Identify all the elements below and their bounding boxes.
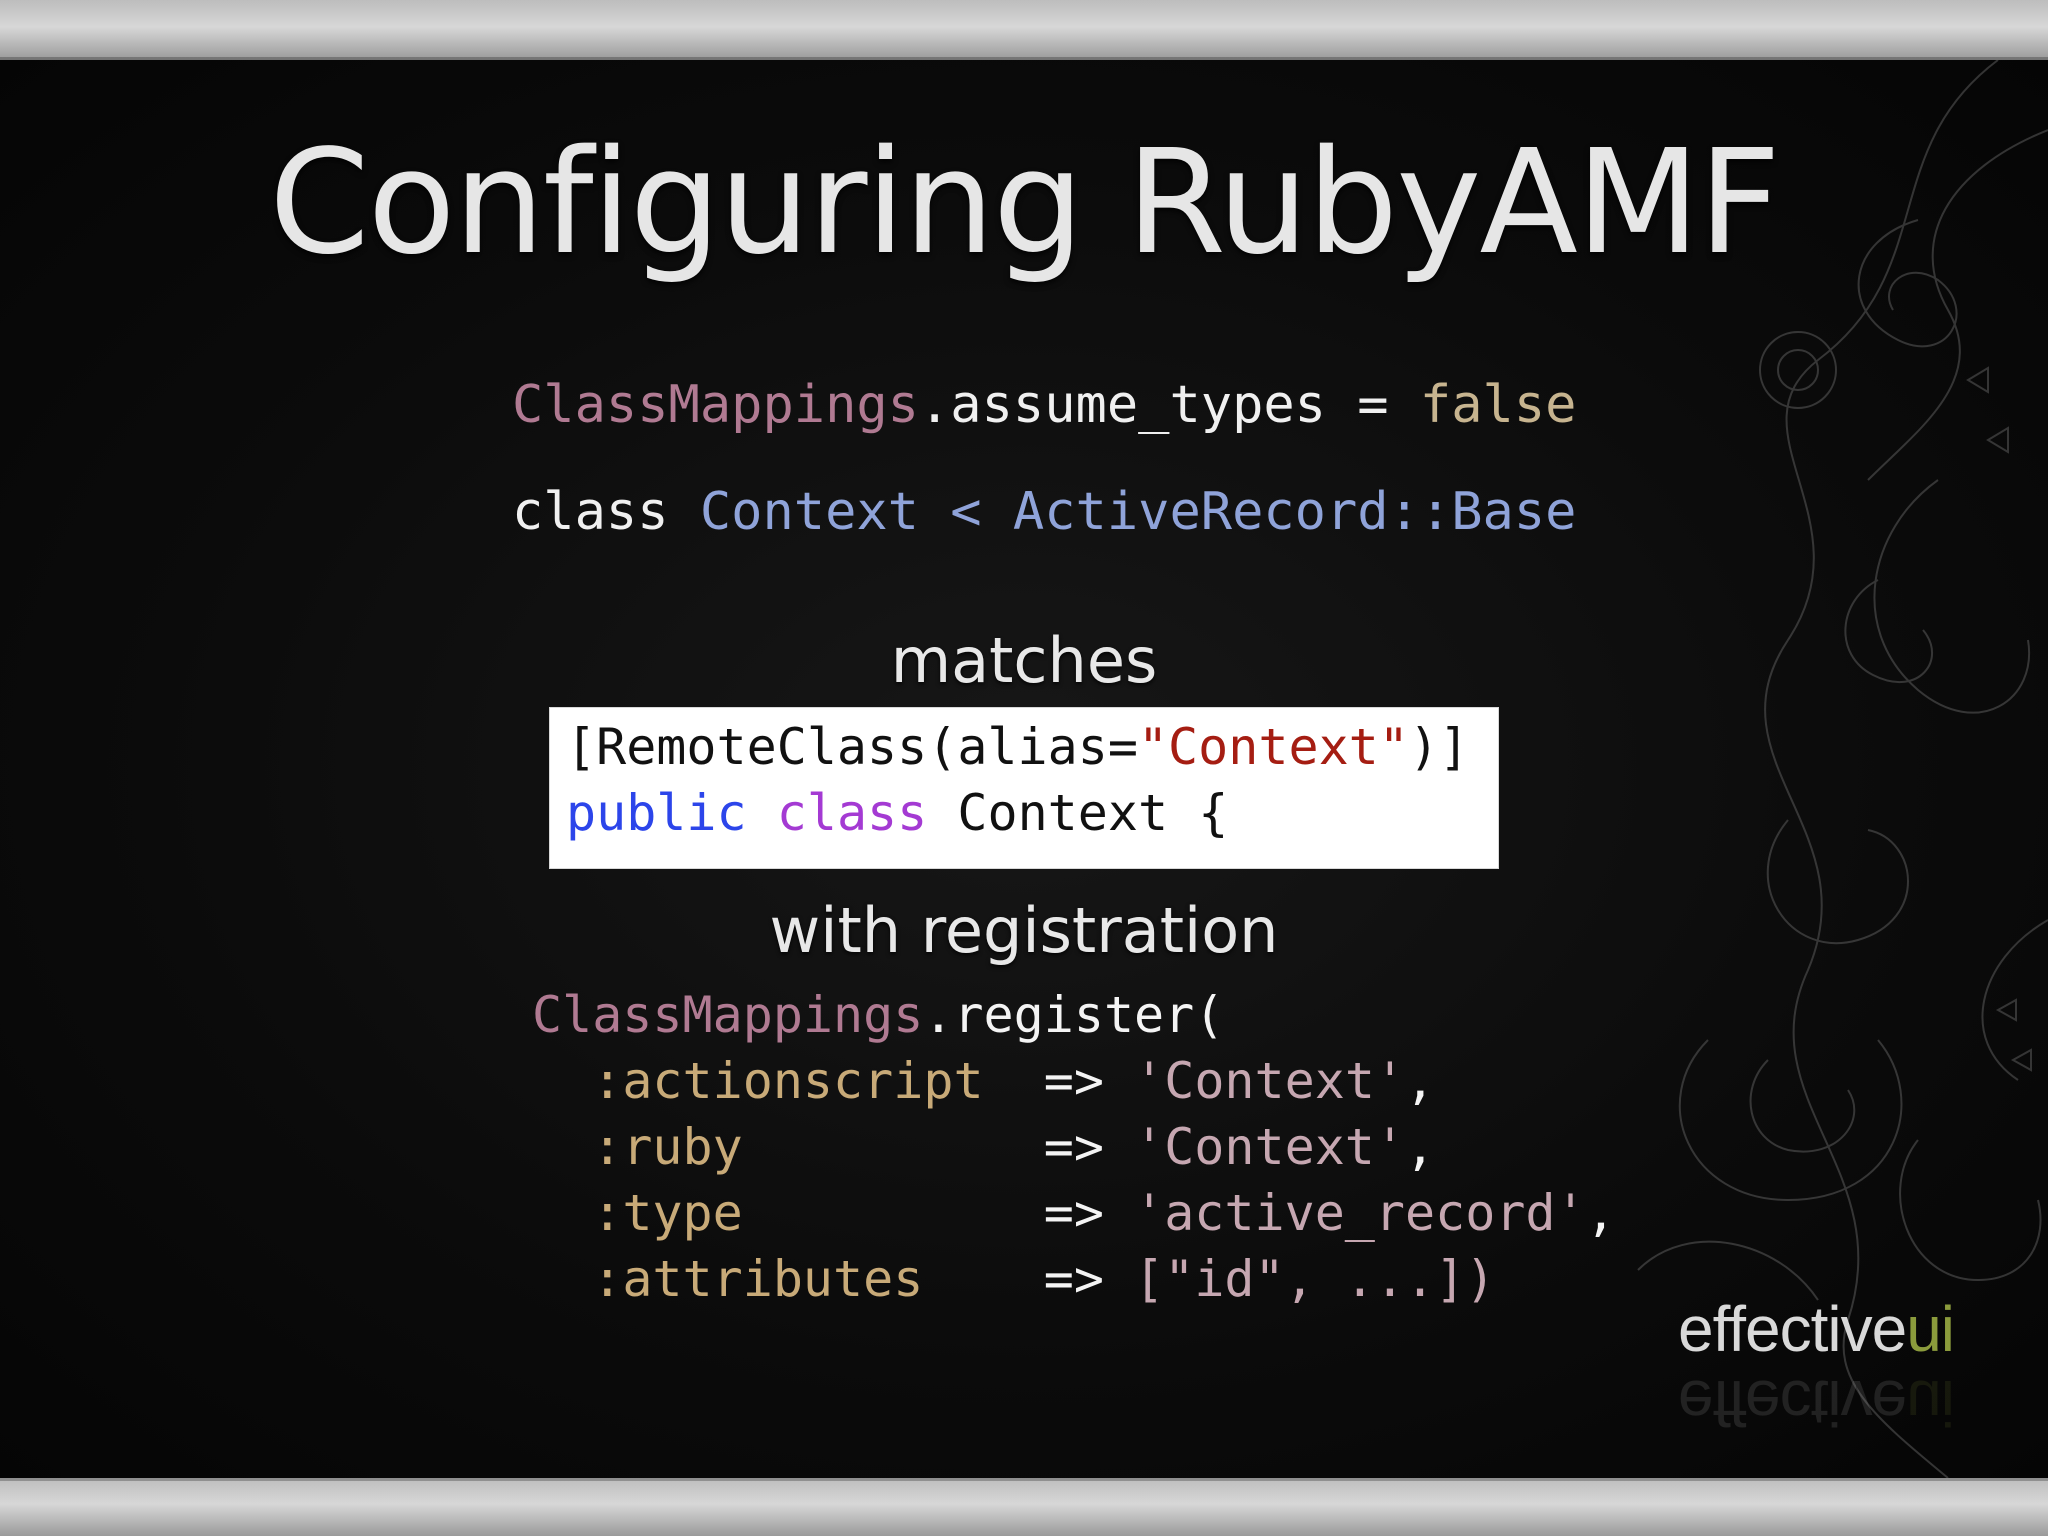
top-frame-bar — [0, 0, 2048, 60]
assume-types-member: .assume_types = — [919, 375, 1420, 435]
ruby-comma: , — [1405, 1118, 1436, 1176]
remote-class-suffix: )] — [1408, 718, 1470, 776]
actionscript-key: :actionscript — [592, 1052, 984, 1110]
public-keyword: public — [566, 784, 747, 842]
ruby-arrow: => — [1043, 1118, 1104, 1176]
parent-class-name: ActiveRecord::Base — [1012, 482, 1577, 542]
type-value: 'active_record' — [1134, 1184, 1586, 1242]
type-arrow: => — [1043, 1184, 1104, 1242]
logo-main-text: effective — [1678, 1293, 1907, 1365]
matches-label: matches — [890, 624, 1158, 697]
type-comma: , — [1585, 1184, 1616, 1242]
class-keyword: class — [512, 482, 700, 542]
actionscript-value: 'Context' — [1134, 1052, 1406, 1110]
registration-code-block: ClassMappings.register( :actionscript =>… — [532, 982, 1616, 1312]
actionscript-code-box: [RemoteClass(alias="Context")] public cl… — [550, 708, 1498, 868]
opening-brace: { — [1198, 784, 1229, 842]
remote-class-line: [RemoteClass(alias="Context")] — [566, 716, 1469, 778]
public-class-line: public class Context { — [566, 782, 1228, 844]
class-keyword-2: class — [776, 784, 928, 842]
effectiveui-logo: effectiveui — [1678, 1292, 1955, 1366]
actionscript-class-name: Context — [957, 784, 1169, 842]
actionscript-arrow: => — [1043, 1052, 1104, 1110]
bottom-frame-bar — [0, 1478, 2048, 1536]
context-class-name: Context — [699, 482, 919, 542]
remote-class-prefix: [RemoteClass(alias= — [566, 718, 1138, 776]
false-value: false — [1419, 375, 1577, 435]
attributes-arrow: => — [1043, 1250, 1104, 1308]
ruby-key: :ruby — [592, 1118, 743, 1176]
remote-class-string: "Context" — [1137, 718, 1409, 776]
logo-accent-text: ui — [1906, 1293, 1955, 1365]
attributes-key: :attributes — [592, 1250, 924, 1308]
decorative-swirl-icon — [1637, 60, 2048, 1478]
presentation-slide: Configuring RubyAMF ClassMappings.assume… — [0, 60, 2048, 1478]
actionscript-comma: , — [1405, 1052, 1436, 1110]
registration-label: with registration — [769, 894, 1279, 967]
page-title: Configuring RubyAMF — [269, 118, 1781, 286]
attributes-value: ["id", ...]) — [1134, 1250, 1496, 1308]
assume-types-code-line: ClassMappings.assume_types = false — [512, 372, 1576, 438]
class-declaration-code-line: class Context < ActiveRecord::Base — [512, 479, 1576, 545]
registration-class-name: ClassMappings — [532, 986, 924, 1044]
inheritance-operator: < — [919, 482, 1013, 542]
logo-reflection: effectiveui — [1678, 1367, 1954, 1439]
type-key: :type — [592, 1184, 743, 1242]
register-method: .register( — [923, 986, 1225, 1044]
ruby-value: 'Context' — [1134, 1118, 1406, 1176]
class-mappings-token: ClassMappings — [512, 375, 919, 435]
